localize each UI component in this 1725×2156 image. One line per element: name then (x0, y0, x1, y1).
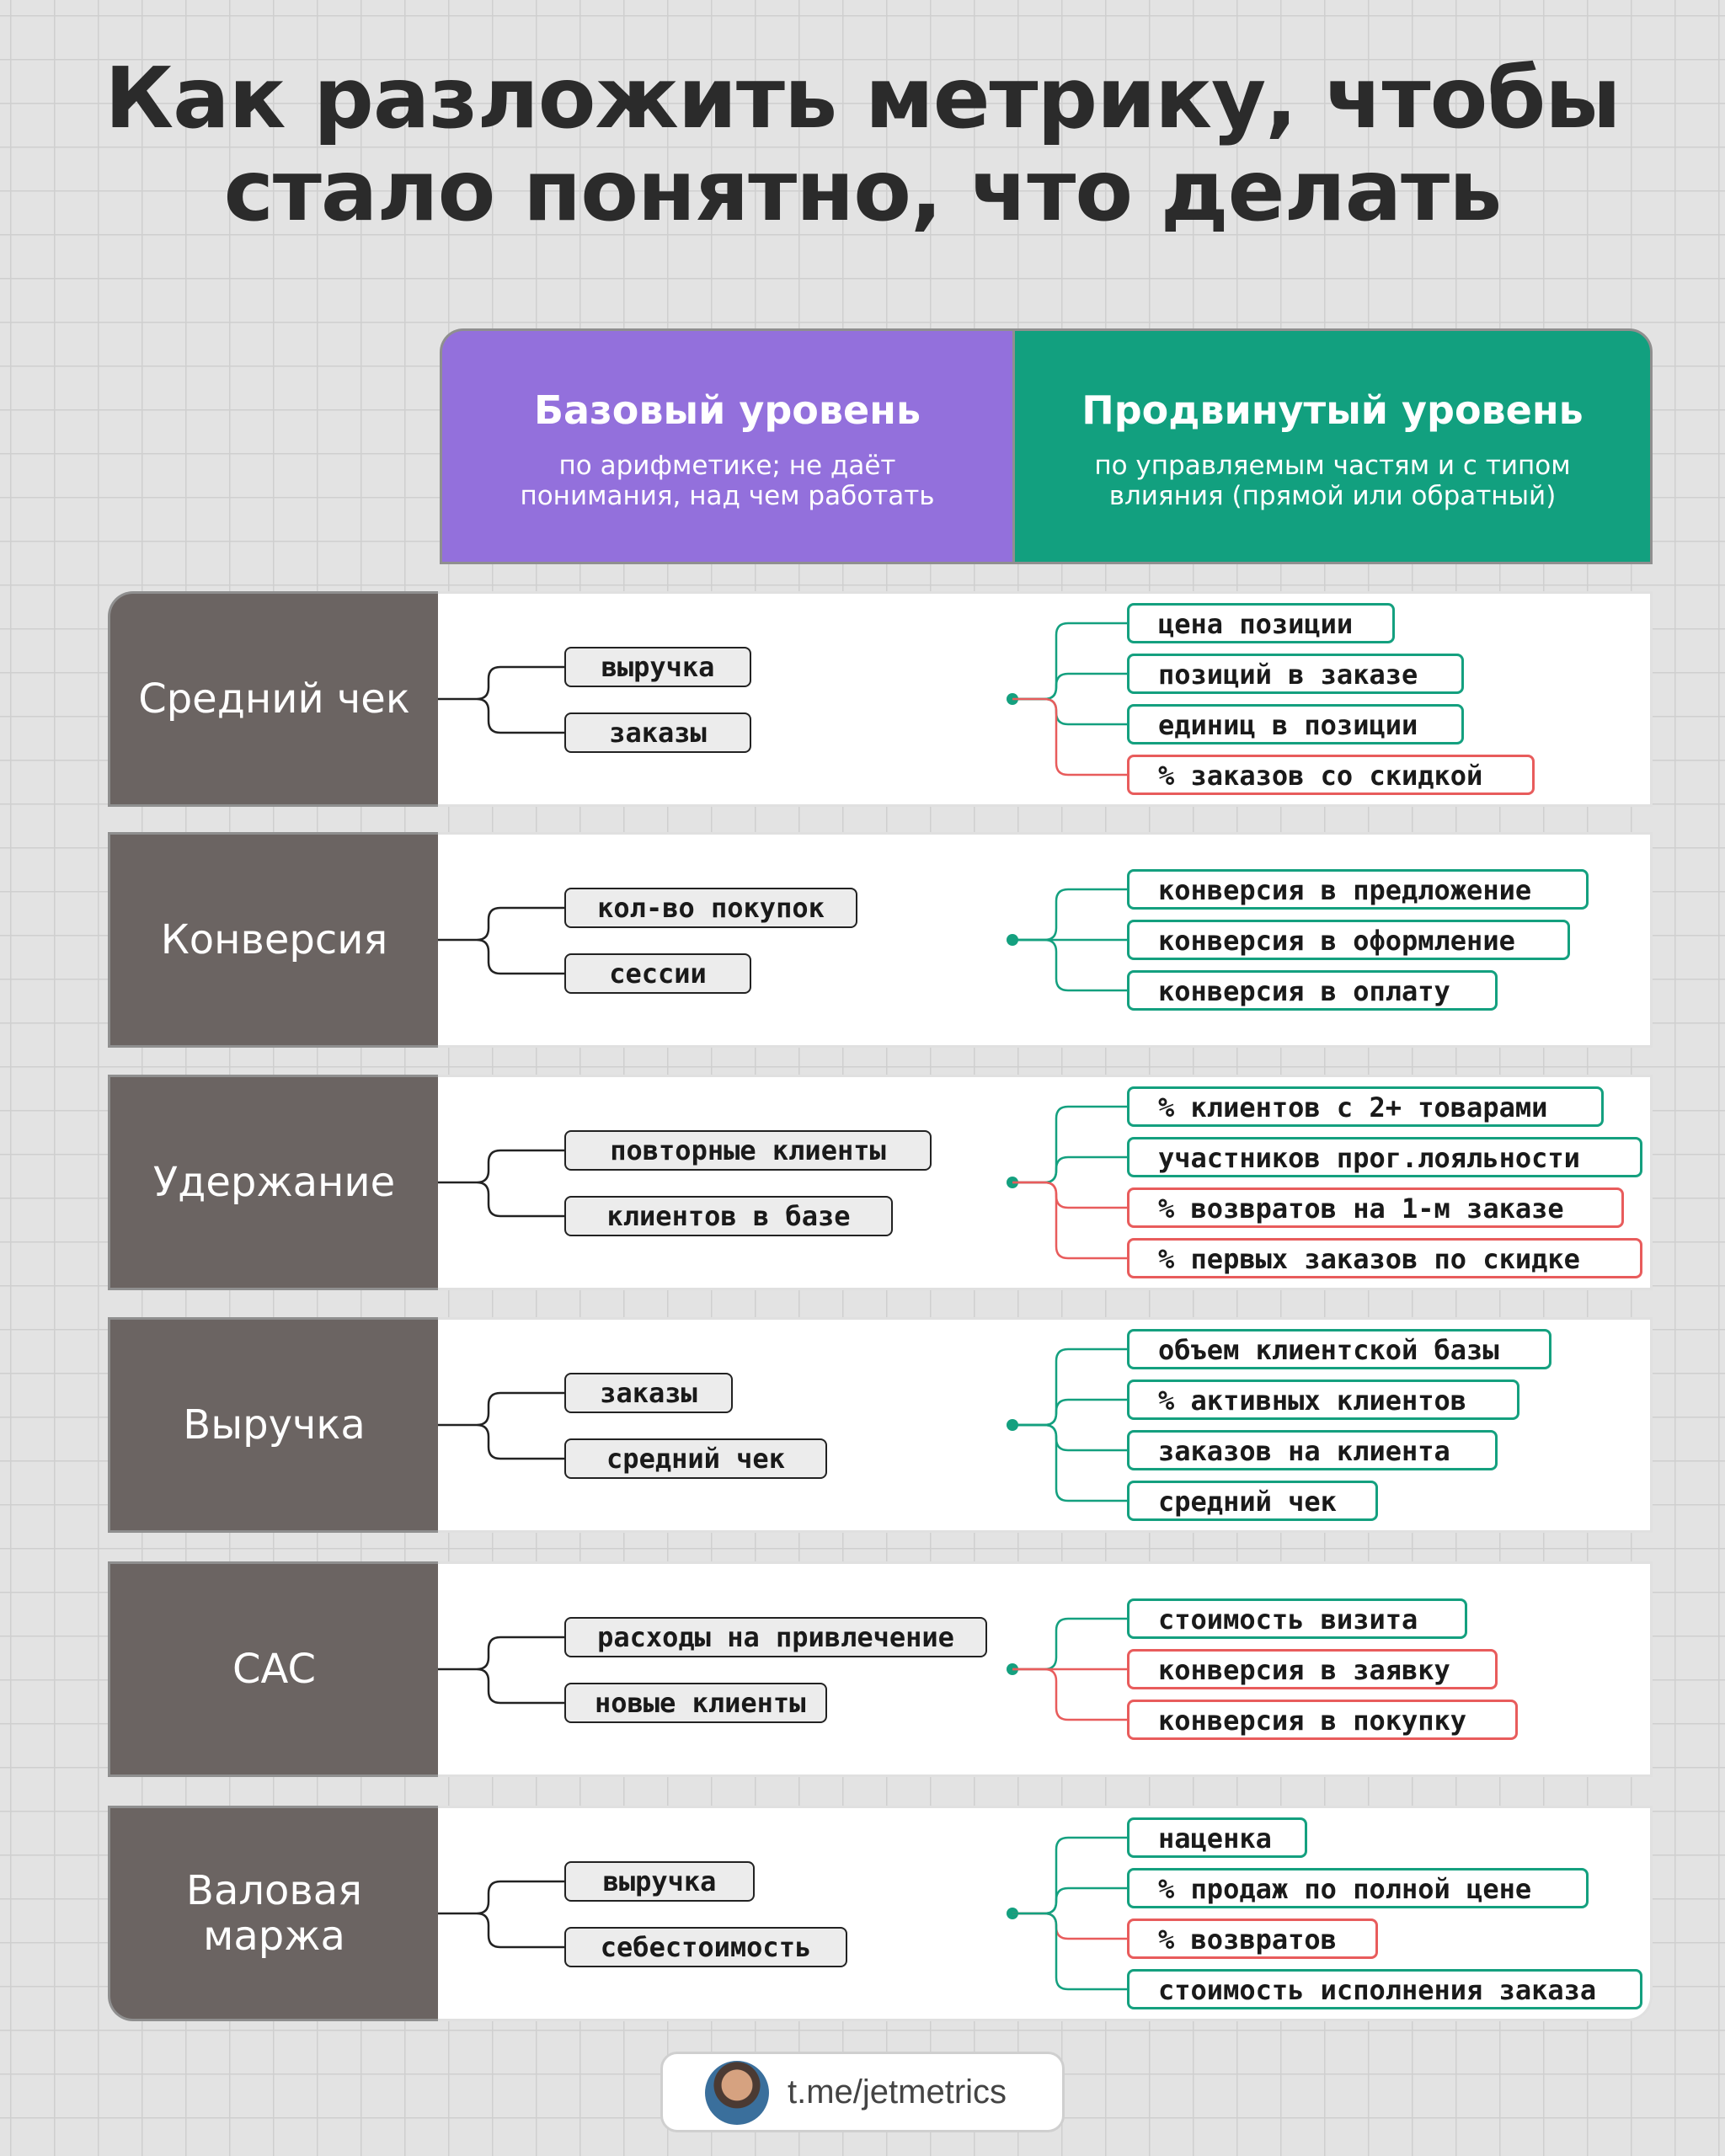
advanced-connector (1012, 1912, 1127, 1940)
direct-driver-chip: стоимость визита (1127, 1598, 1467, 1639)
advanced-connector (1012, 1836, 1127, 1915)
metric-row: Средний чек выручка заказы цена позиции пози… (108, 591, 1653, 807)
direct-driver-chip: % активных клиентов (1127, 1380, 1519, 1420)
basic-component-chip: средний чек (564, 1438, 827, 1479)
inverse-driver-chip: % возвратов (1127, 1919, 1378, 1959)
basic-component-chip: кол-во покупок (564, 888, 857, 928)
advanced-level-title: Продвинутый уровень (1081, 387, 1583, 433)
advanced-connector (1012, 1181, 1127, 1260)
basic-component-chip: заказы (564, 1373, 733, 1413)
page-title-line-1: Как разложить метрику, чтобы (104, 49, 1621, 147)
metric-row: Выручка заказы средний чек объем клиентской… (108, 1317, 1653, 1533)
advanced-connector (1012, 1155, 1127, 1184)
direct-driver-chip: позиций в заказе (1127, 654, 1464, 694)
connector-lines (438, 1617, 1127, 1721)
advanced-connector (1012, 697, 1127, 776)
page-title: Как разложить метрику, чтобы стало понят… (0, 52, 1725, 237)
basic-component-chip: заказы (564, 712, 751, 753)
basic-connector (438, 1149, 564, 1218)
author-avatar (705, 2061, 769, 2125)
metric-label: Валовая маржа (108, 1806, 438, 2021)
basic-level-subtitle: по арифметике; не даёт понимания, над че… (520, 451, 935, 511)
basic-component-chip: новые клиенты (564, 1683, 827, 1723)
telegram-link-label: t.me/jetmetrics (788, 2073, 1007, 2111)
metric-row: CAC расходы на привлечение новые клиенты ст… (108, 1561, 1653, 1777)
basic-connector (438, 1391, 564, 1460)
advanced-connector (1012, 1668, 1127, 1721)
advanced-level-header: Продвинутый уровень по управляемым частя… (1012, 328, 1653, 564)
advanced-connector (1012, 1886, 1127, 1915)
advanced-connector (1012, 1181, 1127, 1209)
inverse-driver-chip: % заказов со скидкой (1127, 755, 1535, 795)
inverse-driver-chip: конверсия в заявку (1127, 1649, 1498, 1689)
metric-row: Валовая маржа выручка себестоимость наценка… (108, 1806, 1653, 2021)
metric-label: Выручка (108, 1317, 438, 1533)
advanced-connector (1012, 938, 1127, 992)
direct-driver-chip: заказов на клиента (1127, 1430, 1498, 1470)
advanced-connector (1012, 697, 1127, 726)
connector-lines (438, 1836, 1127, 1991)
basic-component-chip: повторные клиенты (564, 1130, 932, 1171)
direct-driver-chip: средний чек (1127, 1481, 1378, 1521)
direct-driver-chip: наценка (1127, 1817, 1307, 1858)
inverse-driver-chip: % первых заказов по скидке (1127, 1238, 1642, 1278)
connector-lines (438, 622, 1127, 776)
advanced-connector (1012, 1423, 1127, 1452)
direct-driver-chip: стоимость исполнения заказа (1127, 1969, 1642, 2009)
connector-lines (438, 1105, 1127, 1260)
basic-component-chip: себестоимость (564, 1927, 847, 1967)
metric-row: Конверсия кол-во покупок сессии конверсия в… (108, 832, 1653, 1048)
direct-driver-chip: единиц в позиции (1127, 704, 1464, 744)
basic-level-title: Базовый уровень (533, 387, 921, 433)
basic-level-header: Базовый уровень по арифметике; не даёт п… (440, 328, 1012, 564)
inverse-driver-chip: % возвратов на 1-м заказе (1127, 1187, 1624, 1228)
metric-label: Удержание (108, 1075, 438, 1290)
basic-connector (438, 1880, 564, 1949)
inverse-driver-chip: конверсия в покупку (1127, 1700, 1518, 1740)
advanced-connector (1012, 888, 1127, 942)
basic-connector (438, 906, 564, 975)
direct-driver-chip: участников прог.лояльности (1127, 1137, 1642, 1177)
advanced-connector (1012, 672, 1127, 701)
basic-component-chip: выручка (564, 647, 751, 687)
direct-driver-chip: конверсия в оплату (1127, 970, 1498, 1011)
metric-label: Средний чек (108, 591, 438, 807)
advanced-connector (1012, 1348, 1127, 1427)
advanced-connector (1012, 1105, 1127, 1184)
direct-driver-chip: % клиентов с 2+ товарами (1127, 1086, 1604, 1127)
basic-component-chip: расходы на привлечение (564, 1617, 987, 1657)
advanced-connector (1012, 1617, 1127, 1671)
direct-driver-chip: конверсия в оформление (1127, 920, 1570, 960)
basic-component-chip: выручка (564, 1861, 755, 1902)
connector-lines (438, 1348, 1127, 1502)
advanced-connector (1012, 622, 1127, 701)
connector-lines (438, 888, 1127, 992)
metric-label: Конверсия (108, 832, 438, 1048)
basic-connector (438, 1636, 564, 1705)
direct-driver-chip: % продаж по полной цене (1127, 1868, 1589, 1908)
metric-label: CAC (108, 1561, 438, 1777)
direct-driver-chip: цена позиции (1127, 603, 1395, 643)
advanced-connector (1012, 1423, 1127, 1502)
metric-row: Удержание повторные клиенты клиентов в баз… (108, 1075, 1653, 1290)
basic-component-chip: сессии (564, 953, 751, 994)
basic-component-chip: клиентов в базе (564, 1196, 893, 1236)
advanced-connector (1012, 1912, 1127, 1991)
page-title-line-2: стало понятно, что делать (223, 141, 1503, 240)
advanced-level-subtitle: по управляемым частям и с типом влияния … (1094, 451, 1571, 511)
basic-connector (438, 665, 564, 734)
direct-driver-chip: конверсия в предложение (1127, 869, 1589, 910)
direct-driver-chip: объем клиентской базы (1127, 1329, 1551, 1369)
telegram-link[interactable]: t.me/jetmetrics (660, 2052, 1065, 2132)
advanced-connector (1012, 1398, 1127, 1427)
